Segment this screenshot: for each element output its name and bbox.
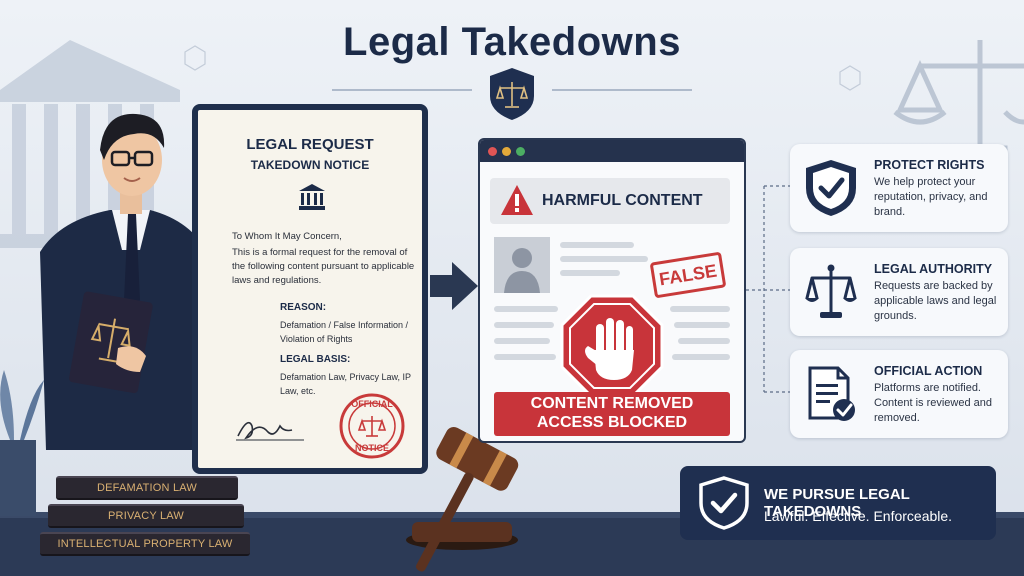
content-removed-label: CONTENT REMOVED [530, 395, 694, 412]
stamp-top-text: OFFICIAL [351, 399, 393, 409]
false-stamp: FALSE [649, 251, 727, 299]
minimize-dot[interactable] [502, 147, 511, 156]
signature-icon [236, 421, 304, 441]
card-title: LEGAL AUTHORITY [874, 262, 993, 276]
access-blocked-label: ACCESS BLOCKED [536, 414, 688, 431]
card-text: We help protect your reputation, privacy… [874, 176, 988, 218]
content-placeholder-lines [560, 242, 648, 276]
legal-basis-label: LEGAL BASIS: [280, 354, 351, 365]
legal-takedowns-banner: WE PURSUE LEGAL TAKEDOWNS Lawful. Effect… [680, 466, 996, 540]
book-label: INTELLECTUAL PROPERTY LAW [57, 538, 233, 550]
browser-title-bar [480, 140, 744, 162]
decor-hexagons [184, 45, 861, 91]
book-label: PRIVACY LAW [108, 510, 184, 522]
stamp-bottom-text: NOTICE [355, 443, 389, 453]
connector-lines [746, 185, 790, 393]
arrow-right-icon [430, 262, 478, 310]
document-body: This is a formal request for the removal… [232, 247, 415, 286]
book-intellectual-property-law: INTELLECTUAL PROPERTY LAW [40, 532, 250, 556]
lawyer-illustration [40, 113, 284, 450]
book-label: DEFAMATION LAW [97, 482, 197, 494]
plant-decoration [0, 370, 44, 516]
gavel-illustration [406, 426, 519, 572]
content-placeholder-lines-2 [494, 306, 730, 360]
content-removed-banner: CONTENT REMOVED ACCESS BLOCKED [494, 392, 730, 436]
reason-label: REASON: [280, 302, 327, 313]
card-title: OFFICIAL ACTION [874, 364, 983, 378]
book-defamation-law: DEFAMATION LAW [56, 476, 238, 500]
card-title: PROTECT RIGHTS [874, 158, 985, 172]
document-greeting: To Whom It May Concern, [232, 231, 342, 242]
close-dot[interactable] [488, 147, 497, 156]
card-text: Requests are backed by applicable laws a… [874, 280, 997, 322]
reason-value: Defamation / False Information / Violati… [280, 320, 409, 344]
document-check-icon [808, 366, 855, 421]
browser-window: HARMFUL CONTENT FALSE C [478, 138, 746, 443]
official-notice-stamp: OFFICIAL NOTICE [339, 393, 405, 459]
shield-check-icon [699, 476, 749, 530]
banner-subtitle: Lawful. Effective. Enforceable. [764, 508, 953, 524]
document-title: LEGAL REQUEST [246, 136, 374, 153]
warning-icon [501, 185, 533, 215]
maximize-dot[interactable] [516, 147, 525, 156]
card-legal-authority: LEGAL AUTHORITY Requests are backed by a… [790, 248, 1008, 336]
avatar-icon [494, 237, 550, 293]
bank-icon [299, 184, 325, 210]
title-shield-icon [490, 68, 534, 120]
scales-icon [357, 416, 387, 437]
legal-basis-value: Defamation Law, Privacy Law, IP Law, etc… [280, 372, 411, 396]
card-protect-rights: PROTECT RIGHTS We help protect your repu… [790, 144, 1008, 232]
takedown-notice-document: LEGAL REQUEST TAKEDOWN NOTICE To Whom It… [192, 104, 428, 474]
book-privacy-law: PRIVACY LAW [48, 504, 244, 528]
harmful-content-label: HARMFUL CONTENT [542, 192, 703, 209]
harmful-content-banner: HARMFUL CONTENT [490, 178, 730, 224]
banner-title: WE PURSUE LEGAL TAKEDOWNS [764, 486, 910, 520]
card-text: Platforms are notified. Content is revie… [874, 382, 993, 424]
document-subtitle: TAKEDOWN NOTICE [250, 158, 370, 172]
scales-icon [805, 264, 857, 318]
card-official-action: OFFICIAL ACTION Platforms are notified. … [790, 350, 1008, 438]
shield-check-icon [806, 160, 856, 216]
stop-hand-icon [560, 294, 664, 398]
page-title: Legal Takedowns [343, 20, 681, 64]
